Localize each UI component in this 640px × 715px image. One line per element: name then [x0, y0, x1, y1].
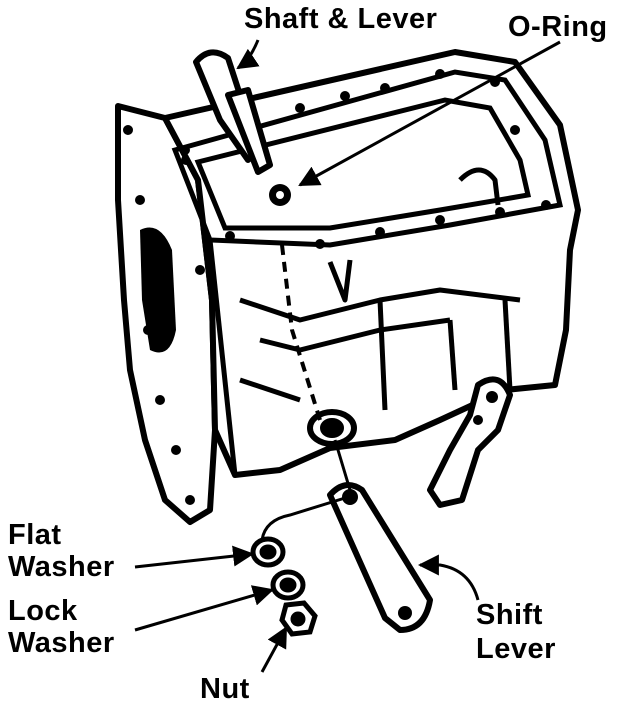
case-ribs [207, 167, 521, 476]
shift-lever-part [327, 482, 433, 633]
lock-washer-part [270, 569, 306, 601]
label-lock-washer-line1: Lock [8, 595, 78, 627]
leader-arrows [134, 39, 561, 673]
shift-lever-link [333, 439, 352, 491]
flange-opening [140, 227, 176, 353]
shift-lever-arrow [417, 554, 480, 601]
flange-bolt-holes [123, 125, 205, 505]
shaft-lever-arrow [236, 39, 260, 70]
lock-washer-arrow [134, 585, 275, 632]
hardware-link [260, 496, 346, 541]
flat-washer-part [250, 536, 286, 568]
label-shift-lever-line2: Lever [476, 633, 556, 665]
label-flat-washer-line2: Washer [8, 551, 115, 583]
o-ring-part [269, 184, 291, 206]
top-flange [171, 69, 564, 248]
shaft-boss [307, 409, 357, 447]
nut-arrow [260, 626, 288, 673]
label-o-ring: O-Ring [508, 11, 608, 43]
nut-part [279, 600, 318, 637]
label-lock-washer-line2: Washer [8, 627, 115, 659]
label-shift-lever-line1: Shift [476, 599, 543, 631]
shaft-and-lever-part [193, 49, 273, 175]
shaft-path [280, 244, 322, 421]
flat-washer-arrow [134, 545, 255, 569]
detent-lever [427, 376, 513, 508]
o-ring-arrow [298, 40, 561, 187]
shift-lever-holes [342, 489, 412, 620]
detent-lever-holes [473, 391, 498, 425]
label-flat-washer-line1: Flat [8, 519, 62, 551]
label-nut: Nut [200, 673, 250, 705]
label-shaft-and-lever: Shaft & Lever [244, 3, 438, 35]
